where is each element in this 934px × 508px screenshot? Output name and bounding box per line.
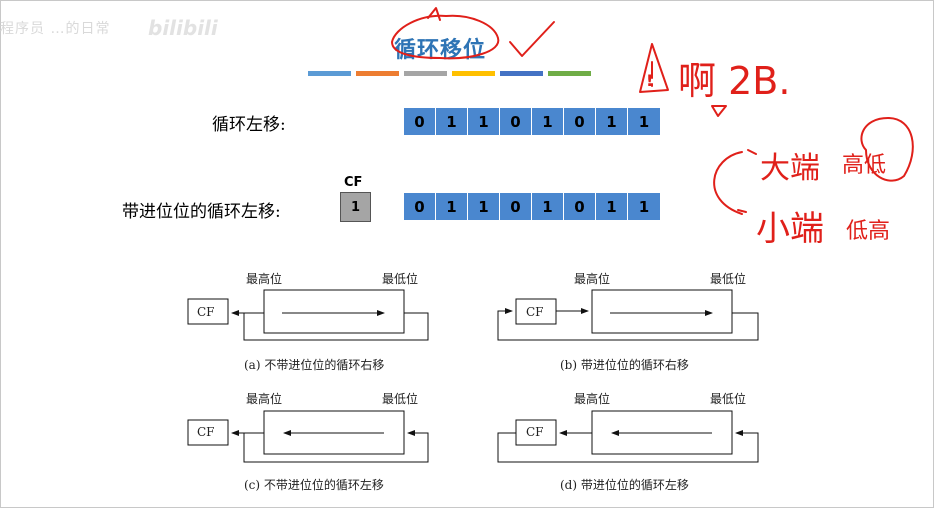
- ink-brace: [713, 151, 743, 215]
- diagram-b-low-label: 最低位: [710, 272, 747, 286]
- diagram-b-caption: (b) 带进位位的循环右移: [560, 358, 689, 372]
- diagram-d-cf-label: CF: [526, 425, 544, 439]
- diagram-b: [497, 289, 759, 341]
- diagram-a-high-label: 最高位: [246, 272, 283, 286]
- diagram-a-caption: (a) 不带进位位的循环右移: [244, 358, 385, 372]
- ink-text: 啊 2B. 大端 高低 小端 低高 !: [646, 59, 890, 249]
- bit-cell: 1: [468, 108, 500, 135]
- diagram-d-loop: [497, 430, 759, 463]
- ink-annotations: [391, 7, 914, 215]
- diagram-b-register: [591, 289, 733, 334]
- bit-cell: 1: [596, 193, 628, 220]
- bit-register-rotate-left-carry: 0 1 1 0 1 0 1 1: [404, 193, 660, 220]
- ink-brace-ticks: [737, 149, 757, 213]
- row-label-rotate-left: 循环左移:: [212, 115, 286, 135]
- diagram-d-high-label: 最高位: [574, 392, 611, 406]
- diagram-b-loop: [497, 308, 759, 341]
- watermark-text: 程序员 …的日常: [0, 21, 111, 37]
- diagram-d: [497, 410, 759, 463]
- ink-big-endian-order: 高低: [842, 153, 886, 178]
- diagram-b-cf-label: CF: [526, 305, 544, 319]
- diagram-b-cf-box: [515, 298, 557, 325]
- cf-label: CF: [344, 175, 363, 190]
- title-stripe: [356, 71, 399, 76]
- ink-big-endian: 大端: [760, 151, 820, 186]
- title-stripe: [500, 71, 543, 76]
- bit-cell: 1: [596, 108, 628, 135]
- diagram-c-high-label: 最高位: [246, 392, 283, 406]
- bit-cell: 0: [404, 193, 436, 220]
- ink-little-endian: 小端: [756, 209, 824, 249]
- bit-cell: 0: [500, 108, 532, 135]
- diagram-d-cf-box: [515, 419, 557, 446]
- watermark-logo: bilibili: [148, 16, 218, 40]
- bit-cell: 1: [628, 193, 660, 220]
- title-stripe: [548, 71, 591, 76]
- ink-warning-mark: !: [646, 71, 653, 90]
- diagram-d-low-label: 最低位: [710, 392, 747, 406]
- ink-warning-triangle: [639, 43, 669, 93]
- title-stripe: [308, 71, 351, 76]
- bit-cell: 0: [404, 108, 436, 135]
- bit-cell: 1: [436, 108, 468, 135]
- bit-cell: 0: [564, 193, 596, 220]
- bit-cell: 1: [628, 108, 660, 135]
- bit-cell: 1: [532, 193, 564, 220]
- cf-bit-box: 1: [340, 192, 371, 222]
- title-stripe: [404, 71, 447, 76]
- diagram-d-caption: (d) 带进位位的循环左移: [560, 478, 689, 492]
- title-stripe: [452, 71, 495, 76]
- bit-cell: 1: [436, 193, 468, 220]
- diagram-c-caption: (c) 不带进位位的循环左移: [244, 478, 384, 492]
- ink-note1: 啊 2B.: [678, 59, 790, 103]
- diagram-c-low-label: 最低位: [382, 392, 419, 406]
- diagram-c-cf-box: [187, 419, 229, 446]
- ink-small-triangle: [711, 105, 727, 117]
- diagram-a-loop: [243, 312, 429, 341]
- ink-little-endian-order: 低高: [846, 219, 890, 244]
- diagram-c-loop: [243, 430, 429, 463]
- bit-cell: 1: [468, 193, 500, 220]
- diagram-b-high-label: 最高位: [574, 272, 611, 286]
- ink-checkmark: [509, 21, 555, 57]
- bit-cell: 0: [500, 193, 532, 220]
- bit-cell: 1: [532, 108, 564, 135]
- diagram-c-cf-label: CF: [197, 425, 215, 439]
- diagram-a-low-label: 最低位: [382, 272, 419, 286]
- diagram-a-cf-label: CF: [197, 305, 215, 319]
- row-label-rotate-left-carry: 带进位位的循环左移:: [122, 202, 281, 222]
- ink-circle-title: [391, 14, 500, 60]
- diagram-a: [187, 289, 429, 341]
- bit-cell: 0: [564, 108, 596, 135]
- bit-register-rotate-left: 0 1 1 0 1 0 1 1: [404, 108, 660, 135]
- ink-caret: [427, 7, 441, 21]
- ink-circle-low: [860, 117, 914, 182]
- diagram-c: [187, 410, 429, 463]
- diagram-a-register: [263, 289, 405, 334]
- diagram-a-cf-box: [187, 298, 229, 325]
